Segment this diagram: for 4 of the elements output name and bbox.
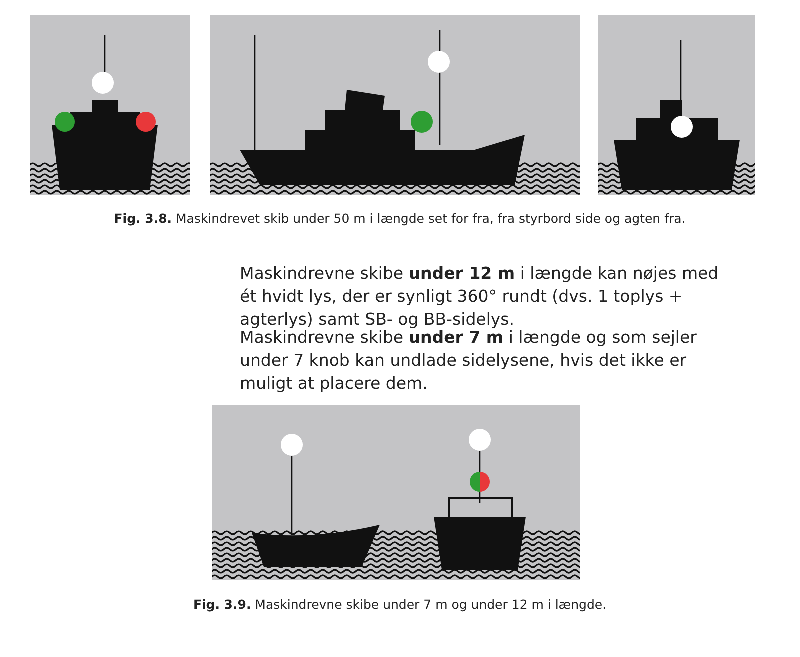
body-paragraph: Maskindrevne skibe under 12 m i længde kan nøjes med ét hvidt lys, der er synligt 360° rundt (dvs. 1 toplys + agterlys) samt SB- og BB-sidelys. bbox=[240, 263, 720, 330]
figure-caption: Fig. 3.8. Maskindrevet skib under 50 m i længde set for fra, fra styrbord side og agten fra. bbox=[113, 211, 687, 226]
figure-caption: Fig. 3.9. Maskindrevne skibe under 7 m og under 12 m i længde. bbox=[192, 597, 608, 612]
body-paragraph: Maskindrevne skibe under 7 m i længde og som sejler under 7 knob kan undlade sidelysene, hvis det ikke er muligt at placere dem. bbox=[240, 328, 698, 395]
